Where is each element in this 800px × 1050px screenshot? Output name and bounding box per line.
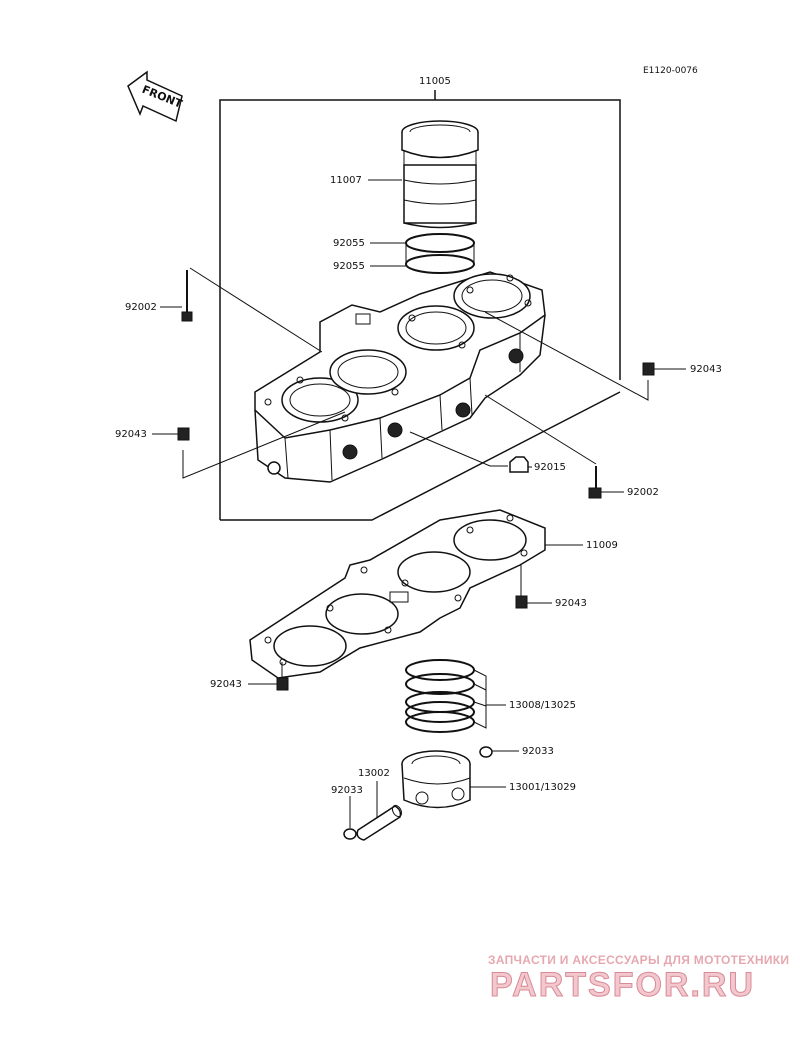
head-gasket-11009 — [249, 509, 546, 679]
dowel-92043-gasket-right — [515, 565, 528, 609]
label-92015: 92015 — [534, 462, 566, 473]
label-92033-right: 92033 — [522, 746, 554, 757]
partsfor-watermark: ЗАПЧАСТИ И АКСЕССУАРЫ ДЛЯ МОТОТЕХНИКИ PA… — [488, 953, 789, 1005]
bolt-92002-right — [484, 394, 602, 499]
cap-92015 — [409, 431, 529, 473]
front-arrow-icon: FRONT — [127, 70, 184, 123]
diagram-code: E1120-0076 — [643, 66, 698, 76]
label-11009: 11009 — [586, 540, 618, 551]
watermark-tagline: ЗАПЧАСТИ И АКСЕССУАРЫ ДЛЯ МОТОТЕХНИКИ — [488, 953, 789, 967]
piston-rings — [405, 659, 487, 733]
cylinder-block — [254, 271, 546, 483]
label-92033-left: 92033 — [331, 785, 363, 796]
label-92055-upper: 92055 — [333, 238, 365, 249]
o-rings-92055 — [405, 233, 475, 274]
bolt-92002-left — [181, 267, 323, 353]
label-92002-right: 92002 — [627, 487, 659, 498]
label-92043-right: 92043 — [690, 364, 722, 375]
label-11007: 11007 — [330, 175, 362, 186]
dowel-92043-left — [177, 411, 346, 479]
label-92055-lower: 92055 — [333, 261, 365, 272]
cylinder-sleeve-11007 — [401, 120, 479, 229]
label-92043-gasket-left: 92043 — [210, 679, 242, 690]
label-92043-left: 92043 — [115, 429, 147, 440]
label-11005: 11005 — [419, 76, 451, 87]
label-13002: 13002 — [358, 768, 390, 779]
watermark-logo: PARTSFOR.RU — [490, 966, 755, 1004]
label-13008-13025: 13008/13025 — [509, 700, 576, 711]
label-92043-gasket-right: 92043 — [555, 598, 587, 609]
circlip-92033-right — [479, 746, 493, 758]
label-13001-13029: 13001/13029 — [509, 782, 576, 793]
cylinder-assembly-bracket — [219, 90, 621, 521]
circlip-92033-left — [343, 796, 357, 840]
piston — [401, 750, 471, 809]
label-92002-left: 92002 — [125, 302, 157, 313]
piston-pin-13002 — [356, 781, 403, 841]
